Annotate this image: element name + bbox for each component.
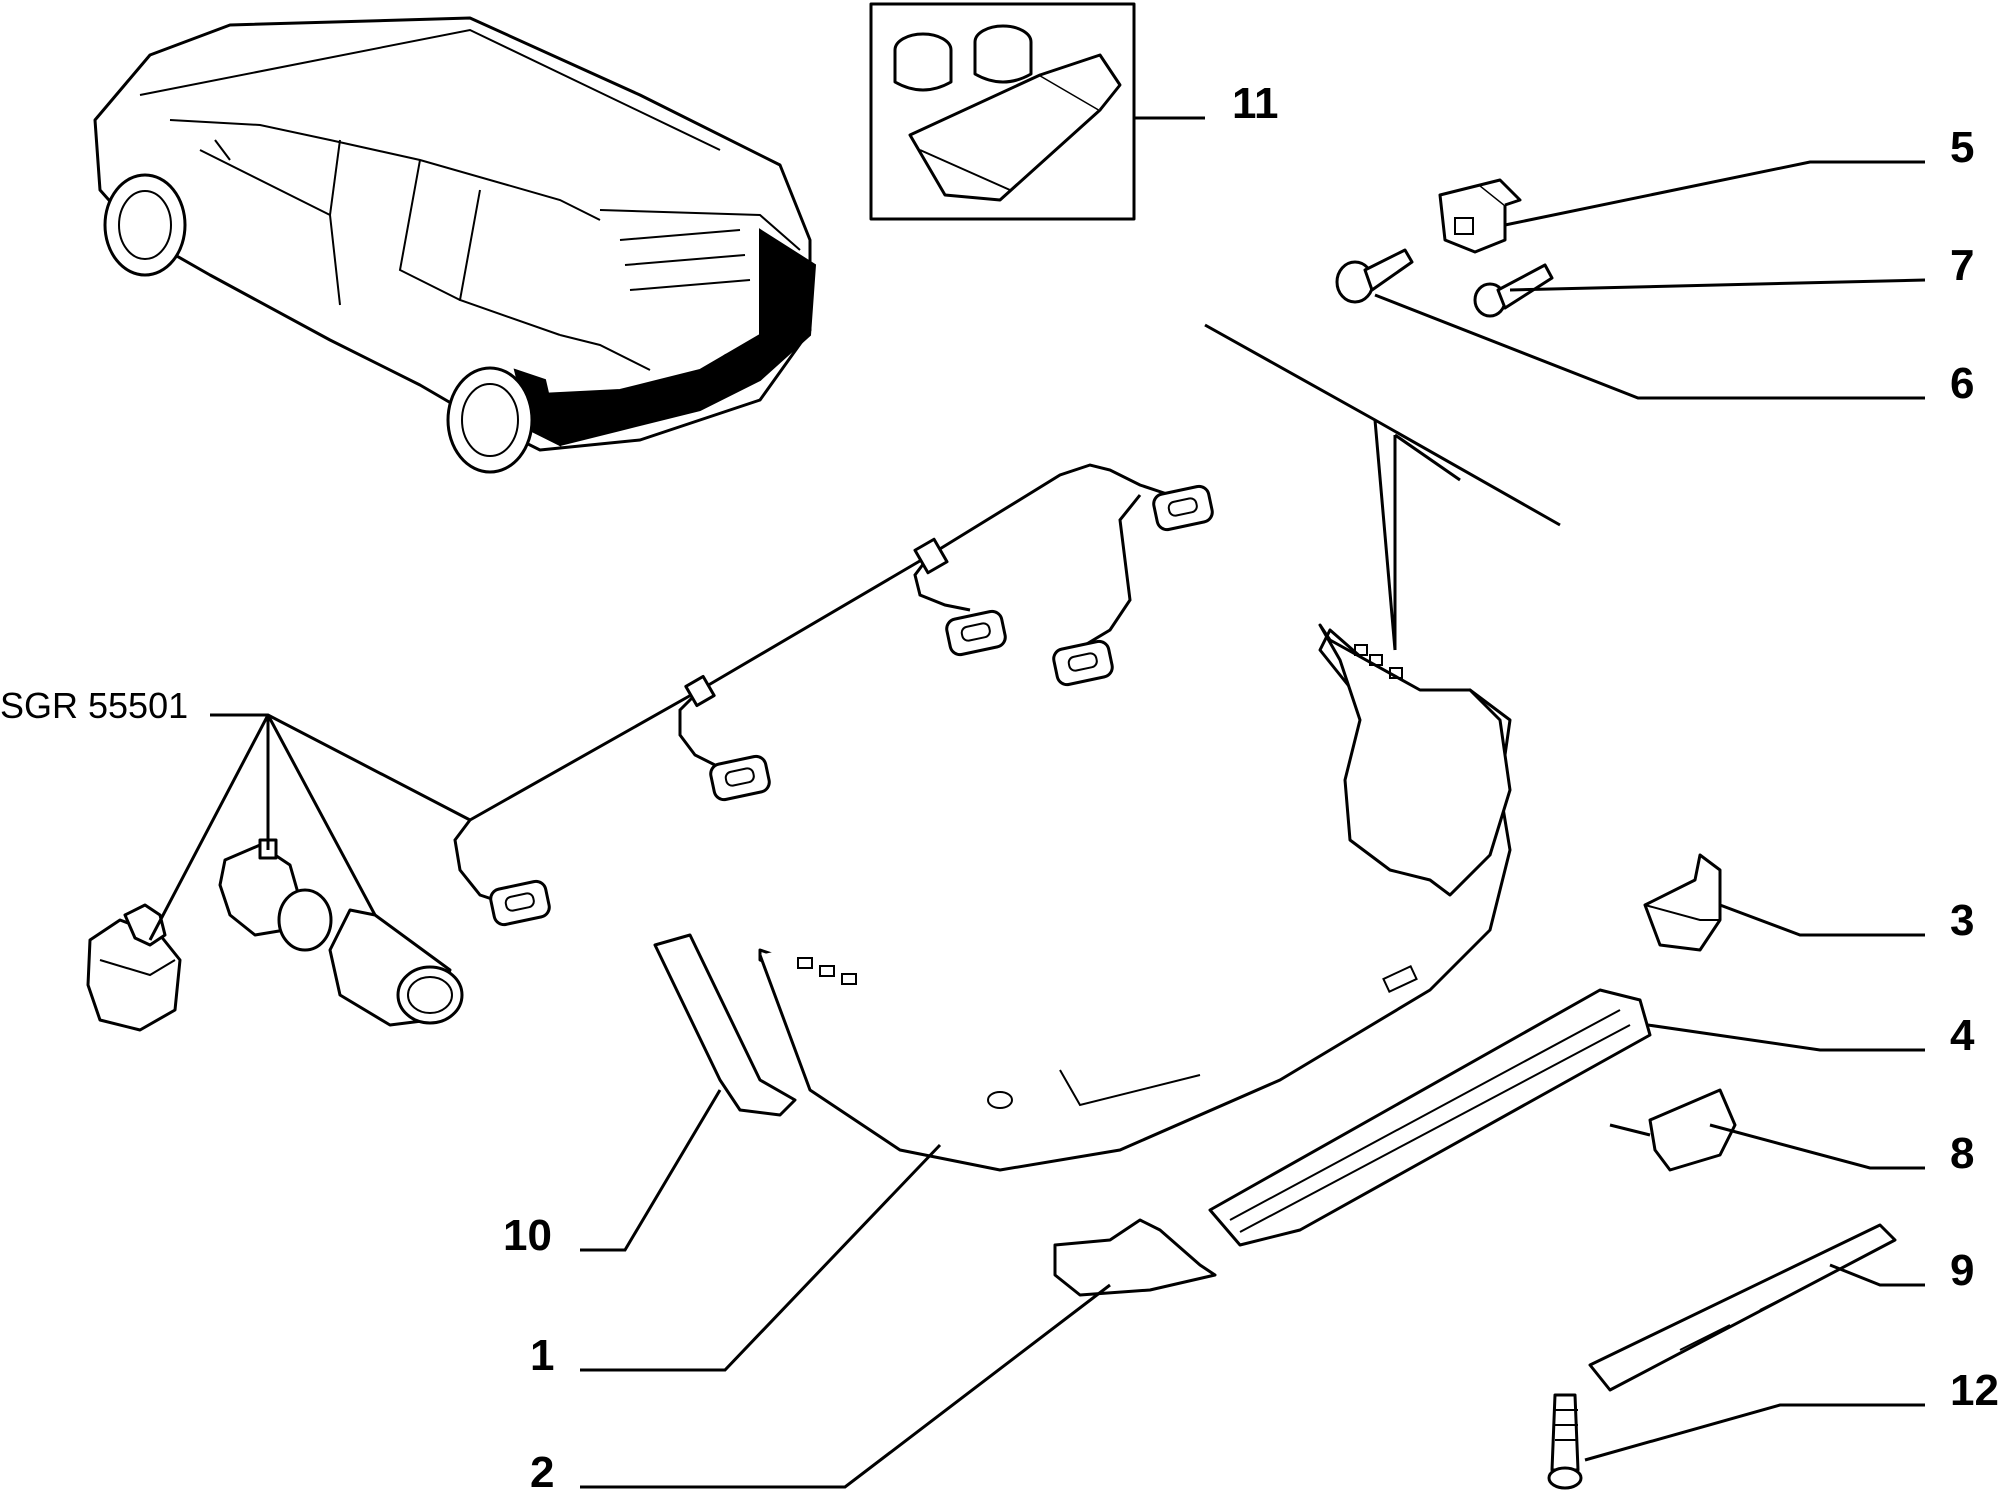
sensor-wiring-harness xyxy=(453,463,1214,927)
callout-7: 7 xyxy=(1950,241,1974,290)
sensor-connector xyxy=(1152,484,1214,532)
callout-9: 9 xyxy=(1950,1246,1974,1295)
reference-code: SGR 55501 xyxy=(0,685,188,726)
screw-6 xyxy=(1335,248,1414,304)
parking-sensor-clip xyxy=(86,903,182,1032)
sensor-connector xyxy=(945,609,1007,657)
cover-2 xyxy=(1053,1218,1217,1297)
bracket-3 xyxy=(1643,853,1722,952)
callout-5: 5 xyxy=(1950,123,1974,172)
vehicle-overview xyxy=(93,16,817,474)
trim-strip-4 xyxy=(1208,988,1652,1247)
callout-12: 12 xyxy=(1950,1366,1999,1415)
callout-2: 2 xyxy=(530,1448,554,1491)
clip-5 xyxy=(1438,178,1522,254)
parking-sensor xyxy=(218,838,333,952)
callout-1: 1 xyxy=(530,1331,554,1380)
callout-8: 8 xyxy=(1950,1129,1974,1178)
callout-11: 11 xyxy=(1232,79,1279,128)
trim-strip-9 xyxy=(1588,1223,1897,1392)
callout-labels: 11 5 7 6 3 4 8 9 12 10 1 2 SGR 55501 xyxy=(0,79,1999,1491)
rear-bumper xyxy=(758,623,1512,1172)
repair-kit-box xyxy=(869,2,1136,221)
sensor-cap xyxy=(328,908,464,1027)
bolt-12 xyxy=(1547,1393,1583,1490)
callout-3: 3 xyxy=(1950,896,1974,945)
bracket-10 xyxy=(653,933,797,1117)
callout-10: 10 xyxy=(503,1211,552,1260)
callout-4: 4 xyxy=(1950,1011,1975,1060)
sensor-connector xyxy=(709,754,771,802)
leader-lines xyxy=(148,116,1926,1489)
sensor-connector xyxy=(1052,639,1114,687)
callout-6: 6 xyxy=(1950,359,1974,408)
sensor-connector xyxy=(489,879,551,927)
cover-8 xyxy=(1609,1088,1737,1172)
screw-7 xyxy=(1473,263,1554,318)
